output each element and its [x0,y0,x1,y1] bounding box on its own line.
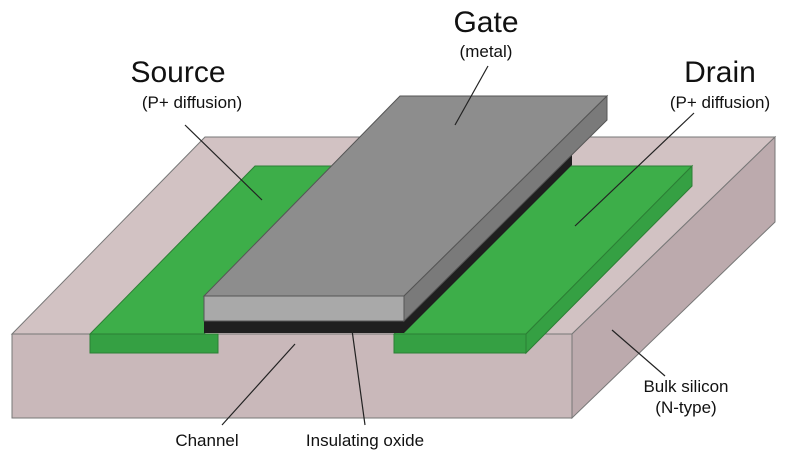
drain-diffusion-front [393,333,527,354]
source-title: Source [130,56,225,89]
drain-title: Drain [684,56,756,89]
leader-lines [184,65,695,426]
gate-subtitle: (metal) [460,42,513,61]
gate-side-face [403,94,608,323]
gate-metal [202,94,609,323]
drain-diffusion-side [525,164,693,355]
source-diffusion-front [89,333,219,354]
oxide-leader [351,329,366,426]
oxide-side [404,153,572,333]
source-leader [184,124,263,201]
oxide-layer [204,153,572,333]
source-diffusion [88,165,347,354]
channel-leader [221,343,296,426]
bulk-leader [611,329,666,377]
gate-title: Gate [453,6,518,39]
source-subtitle: (P+ diffusion) [142,93,242,112]
channel-label: Channel [175,431,238,450]
substrate-right-face [571,135,776,420]
bulk-label-line1: Bulk silicon [643,377,728,396]
gate-leader [454,65,489,126]
drain-leader [574,112,695,227]
bulk-label-line2: (N-type) [655,398,716,417]
diagram-labels: Gate (metal) Source (P+ diffusion) Drain… [130,6,770,450]
gate-front-face [203,295,405,322]
oxide-label: Insulating oxide [306,431,424,450]
drain-subtitle: (P+ diffusion) [670,93,770,112]
oxide-front [204,321,404,333]
